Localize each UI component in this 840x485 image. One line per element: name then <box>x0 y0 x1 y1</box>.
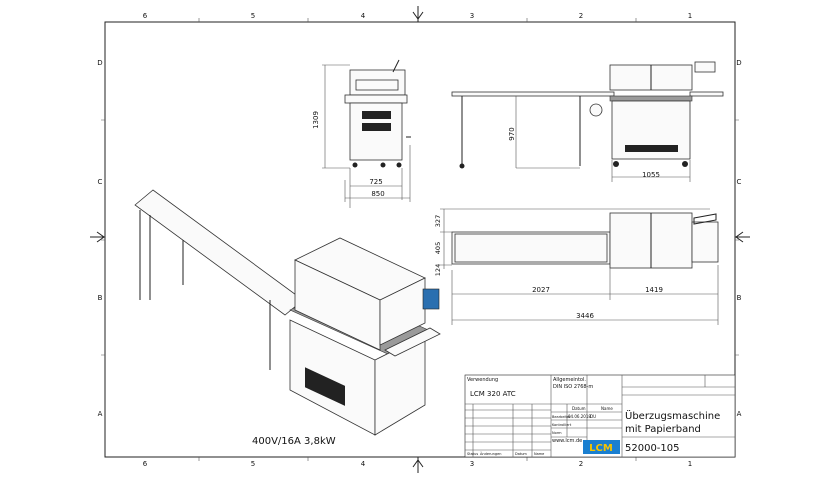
col-label: 5 <box>251 12 255 20</box>
lcm-logo: LCM <box>583 440 620 454</box>
isometric-view <box>134 189 441 436</box>
norm-label: Norm <box>552 431 562 435</box>
kontrolliert-label: Kontrolliert <box>552 423 572 427</box>
row-label: B <box>98 294 103 302</box>
dim-front-inner-width: 725 <box>369 178 382 186</box>
column-markers: 6 5 4 3 2 1 6 5 4 3 2 1 D C B A D C B A <box>97 12 741 468</box>
rev-header-status: Status <box>467 452 478 456</box>
dim-front-outer-width: 850 <box>371 190 384 198</box>
drawing-title-line2: mit Papierband <box>625 424 701 435</box>
dim-top-belt-width: 405 <box>434 242 442 254</box>
row-label: D <box>736 59 741 67</box>
drawing-number: 52000-105 <box>625 443 680 454</box>
logo-text: LCM <box>589 443 613 454</box>
dim-top-offset: 327 <box>434 215 442 227</box>
tolerance-value: DIN ISO 2768-m <box>553 384 593 390</box>
col-label: 3 <box>470 460 474 468</box>
row-label: C <box>737 178 742 186</box>
dim-side-machine-width: 1055 <box>642 171 660 179</box>
dim-side-table-height: 970 <box>508 127 516 140</box>
datum-label: Datum <box>572 406 586 411</box>
verwendung-label: Verwendung <box>467 377 498 383</box>
row-label: D <box>97 59 102 67</box>
name-label: Name <box>601 406 613 411</box>
side-view: 970 1055 <box>451 61 724 182</box>
row-label: A <box>737 410 742 418</box>
bearbeitet-date: 04.06.2018 <box>568 414 591 419</box>
col-label: 1 <box>688 460 692 468</box>
tolerance-label: Allgemeintol. <box>553 377 586 383</box>
row-label: A <box>98 410 103 418</box>
bearbeitet-label: Bearbeitet <box>552 415 571 419</box>
rev-header-name: Name <box>534 452 544 456</box>
top-view: 327 405 124 2027 1419 3446 <box>434 208 719 325</box>
col-label: 2 <box>579 460 583 468</box>
col-label: 6 <box>143 12 148 20</box>
dim-top-bottom-offset: 124 <box>434 264 442 276</box>
power-label: 400V/16A 3,8kW <box>252 436 336 447</box>
col-label: 6 <box>143 460 148 468</box>
row-label: B <box>737 294 742 302</box>
col-label: 4 <box>361 460 366 468</box>
rev-header-changes: Änderungen <box>480 451 501 456</box>
rev-header-date: Datum <box>515 452 527 456</box>
dim-top-conveyor-length: 2027 <box>532 286 550 294</box>
dim-front-height: 1309 <box>312 111 320 129</box>
centering-arrow-icons <box>90 6 750 473</box>
dim-top-machine-length: 1419 <box>645 286 663 294</box>
drawing-frame <box>104 21 736 458</box>
col-label: 2 <box>579 12 583 20</box>
col-label: 4 <box>361 12 366 20</box>
col-label: 3 <box>470 12 474 20</box>
col-label: 5 <box>251 460 255 468</box>
row-label: C <box>98 178 103 186</box>
col-label: 1 <box>688 12 692 20</box>
website: www.lcm.de <box>552 438 582 444</box>
drawing-title-line1: Überzugsmaschine <box>625 409 720 422</box>
dim-top-total-length: 3446 <box>576 312 594 320</box>
bearbeitet-name: DU <box>590 414 596 419</box>
front-view: 1309 725 850 <box>312 59 411 208</box>
verwendung-value: LCM 320 ATC <box>470 390 516 398</box>
grid-ticks <box>101 18 739 461</box>
